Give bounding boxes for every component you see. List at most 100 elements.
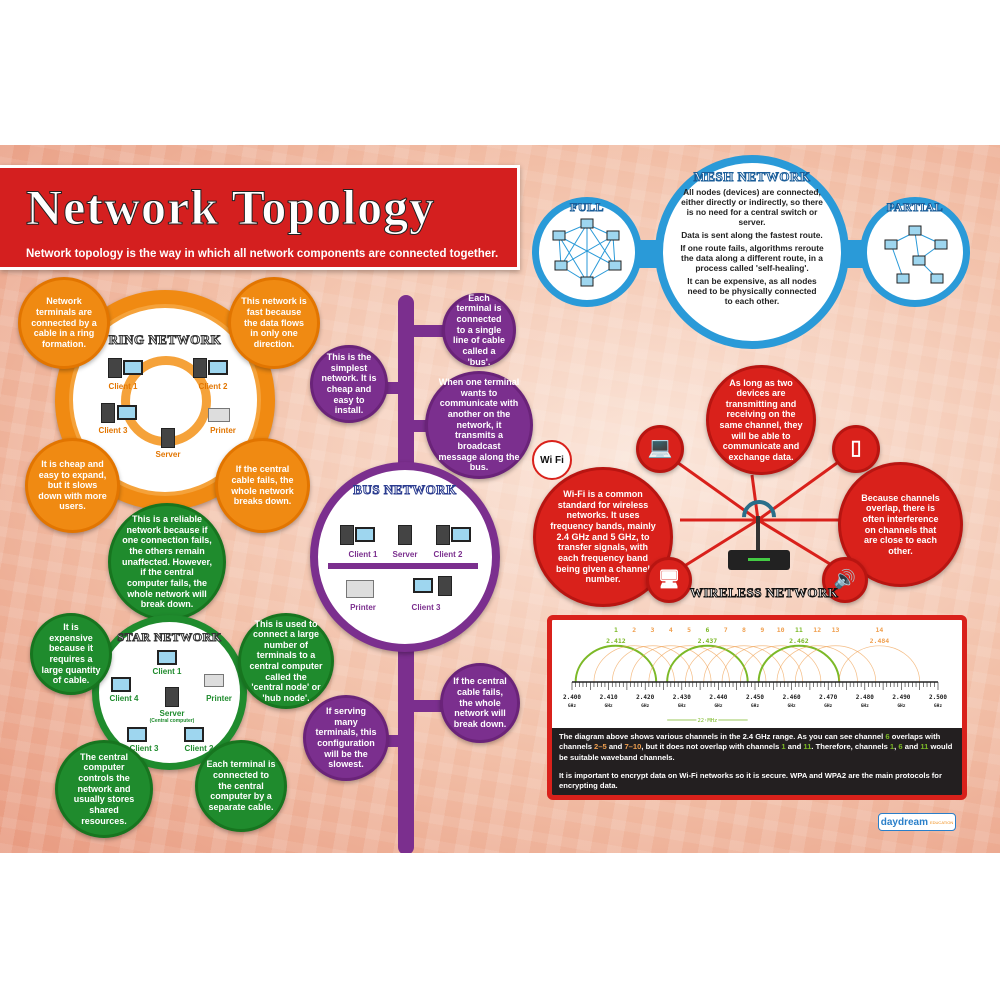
speaker-icon: 🔊 — [833, 569, 857, 590]
client-3-icon — [101, 403, 115, 423]
mesh-info: Mesh Network All nodes (devices) are con… — [655, 155, 849, 349]
ring-node: Client 3 — [98, 426, 128, 435]
speaker-device: 🔊 — [822, 557, 868, 603]
ring-heading: Ring Network — [108, 332, 222, 348]
title-banner: Network Topology Network topology is the… — [0, 165, 520, 270]
channel-explanation: The diagram above shows various channels… — [552, 728, 962, 795]
star-node: Client 1 — [152, 667, 182, 676]
printer-icon — [346, 580, 374, 598]
bus-node: Printer — [350, 603, 376, 612]
star-fact: This is used to connect a large number o… — [238, 613, 334, 709]
channel-text-segment: . Therefore, channels — [811, 742, 890, 752]
ring-fact: It is cheap and easy to expand, but it s… — [25, 438, 120, 533]
mesh-full-label: Full — [569, 200, 604, 215]
client-2-icon — [436, 525, 450, 545]
poster: Network Topology Network topology is the… — [0, 145, 1000, 853]
channel-text-segment: 11 — [920, 742, 929, 752]
channel-arc — [593, 645, 675, 683]
channel-number: 5 — [687, 626, 691, 634]
full-mesh-diagram — [552, 218, 622, 287]
page-title: Network Topology — [25, 179, 436, 236]
channel-text-1: The diagram above shows various channels… — [559, 732, 955, 763]
star-fact: The central computer controls the networ… — [55, 740, 153, 838]
printer-icon — [208, 408, 230, 422]
client-3-icon — [127, 727, 147, 742]
wifi-logo: Wi Fi — [532, 440, 572, 480]
axis-unit-label: GHz — [788, 703, 796, 709]
axis-unit-label: GHz — [751, 703, 759, 709]
channel-number: 9 — [760, 626, 764, 634]
axis-tick-label: 2.430 — [673, 694, 691, 701]
channel-arc — [838, 645, 921, 683]
channel-number: 2 — [632, 626, 636, 634]
channel-number: 1 — [614, 626, 618, 634]
channel-arc — [574, 644, 658, 683]
server-icon — [165, 687, 179, 707]
mesh-paragraph: If one route fails, algorithms reroute t… — [680, 242, 824, 274]
star-node: Client 3 — [129, 744, 159, 753]
wireless-fact: Wi-Fi is a common standard for wireless … — [533, 467, 673, 607]
axis-tick-label: 2.450 — [746, 694, 764, 701]
axis-unit-label: GHz — [861, 703, 869, 709]
channel-text-segment: , — [894, 742, 899, 752]
ring-node: Server — [155, 450, 181, 459]
channel-text-segment: , but it does not overlap with channels — [641, 742, 782, 752]
client-1-icon — [157, 650, 177, 665]
desktop-device: 🖥 — [646, 557, 692, 603]
bus-heading: Bus Network — [353, 482, 457, 498]
axis-tick-label: 2.500 — [929, 694, 947, 701]
axis-tick-label: 2.470 — [819, 694, 837, 701]
ring-fact: This network is fast because the data fl… — [228, 277, 320, 369]
channel-arc — [685, 645, 767, 683]
laptop-icon: 💻 — [647, 437, 673, 460]
channel-arc — [757, 644, 841, 683]
channel-text-segment: would be suitable waveband channels. — [559, 742, 953, 762]
partial-mesh-diagram — [884, 225, 948, 284]
wireless-fact: As long as two devices are transmitting … — [706, 365, 816, 475]
star-fact: It is expensive because it requires a la… — [30, 613, 112, 695]
bus-network: Bus Network Client 1 Server Client 2 Pri… — [310, 462, 500, 652]
channel-number: 14 — [876, 626, 884, 634]
channel-arc — [666, 644, 749, 683]
axis-tick-label: 2.460 — [783, 694, 801, 701]
channel-text-segment: and — [902, 742, 921, 752]
channel-center-label: 2.484 — [870, 637, 890, 645]
star-fact: This is a reliable network because if on… — [108, 503, 226, 621]
channel-text-segment: and — [606, 742, 625, 752]
channel-number: 10 — [777, 626, 785, 634]
mesh-paragraph: It can be expensive, as all nodes need t… — [687, 276, 817, 307]
channel-number: 11 — [795, 626, 803, 634]
bus-node: Client 3 — [411, 603, 441, 612]
channel-text-segment: and — [785, 742, 804, 752]
bus-fact: If serving many terminals, this configur… — [303, 695, 389, 781]
client-1-icon — [108, 358, 122, 378]
axis-tick-label: 2.440 — [709, 694, 727, 701]
channel-text-segment: 6 — [885, 732, 890, 741]
channel-center-label: 2.412 — [606, 637, 626, 645]
axis-unit-label: GHz — [605, 703, 613, 709]
channel-text-segment: 6 — [898, 742, 903, 752]
channel-arc — [703, 645, 785, 683]
mesh-paragraph: All nodes (devices) are connected, eithe… — [681, 186, 823, 227]
axis-unit-label: GHz — [897, 703, 905, 709]
axis-unit-label: GHz — [934, 703, 942, 709]
client-3-icon — [413, 578, 433, 593]
mesh-partial-label: Partial — [886, 200, 944, 215]
star-node: Server — [159, 709, 185, 718]
channel-number: 3 — [651, 626, 655, 634]
client-2-icon — [193, 358, 207, 378]
ring-node: Client 1 — [108, 382, 138, 391]
axis-tick-label: 2.420 — [636, 694, 654, 701]
wireless-heading: Wireless Network — [690, 585, 839, 601]
axis-tick-label: 2.480 — [856, 694, 874, 701]
ring-node: Client 2 — [198, 382, 228, 391]
axis-tick-label: 2.400 — [563, 694, 581, 701]
router-icon — [728, 492, 790, 570]
star-node: (Central computer) — [149, 718, 195, 724]
channel-text-segment: The diagram above shows various channels… — [559, 732, 886, 741]
channel-text-segment: 1 — [889, 742, 895, 752]
laptop-device: 💻 — [636, 425, 684, 473]
axis-unit-label: GHz — [641, 703, 649, 709]
channel-arc — [776, 645, 858, 683]
